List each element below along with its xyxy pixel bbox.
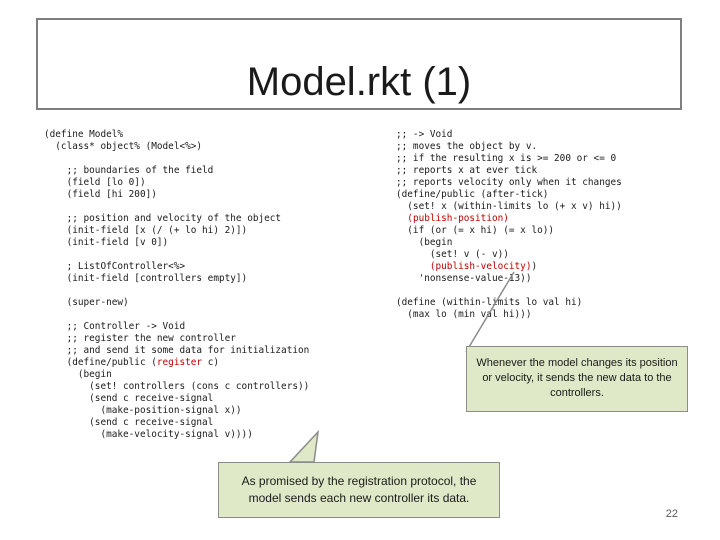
code-line: ;; and send it some data for initializat… [44,345,310,356]
code-highlight: (publish-velocity) [429,261,532,272]
code-highlight: register [156,357,203,368]
code-line: (make-position-signal x)) [44,405,242,416]
code-line: ;; Controller -> Void [44,321,186,332]
code-line: (class* object% (Model<%>) [44,141,203,152]
code-line: ;; position and velocity of the object [44,213,282,224]
code-highlight: (publish-position) [407,213,509,224]
code-line: ;; if the resulting x is >= 200 or <= 0 [396,153,617,164]
code-line: (super-new) [44,297,129,308]
code-line: 'nonsense-value-13)) [396,273,532,284]
callout-model-changes: Whenever the model changes its position … [466,346,688,412]
title-box: Model.rkt (1) [36,18,682,110]
code-line: (init-field [v 0]) [44,237,169,248]
code-line: ; ListOfController<%> [44,261,186,272]
code-line: ;; moves the object by v. [396,141,538,152]
callout-registration-protocol: As promised by the registration protocol… [218,462,500,518]
callout-right-connector [465,271,515,353]
code-line: ;; reports x at ever tick [396,165,538,176]
code-line: (field [lo 0]) [44,177,146,188]
code-line: (set! v (- v)) [396,249,509,260]
code-text: (define/public ( [44,357,157,368]
code-line: (send c receive-signal [44,393,214,404]
code-line: (field [hi 200]) [44,189,157,200]
code-line: (set! controllers (cons c controllers)) [44,381,310,392]
code-line: (publish-velocity)) [396,261,622,273]
code-line: (init-field [controllers empty]) [44,273,248,284]
code-text: c) [202,357,219,368]
code-line: (make-velocity-signal v)))) [44,429,253,440]
code-line: ;; reports velocity only when it changes [396,177,622,188]
code-line: (define (within-limits lo val hi) [396,297,583,308]
code-text: ) [531,261,538,272]
code-line: (if (or (= x hi) (= x lo)) [396,225,555,236]
page-number: 22 [665,508,678,520]
code-line: (define Model% [44,129,124,140]
slide-title: Model.rkt (1) [246,60,472,104]
code-line: ;; boundaries of the field [44,165,214,176]
right-code-block: ;; -> Void;; moves the object by v.;; if… [396,129,622,321]
code-line: ;; -> Void [396,129,453,140]
code-line: (set! x (within-limits lo (+ x v) hi)) [396,201,622,212]
code-line: (define/public (register c) [44,357,309,369]
code-line: (send c receive-signal [44,417,214,428]
code-line: ;; register the new controller [44,333,236,344]
code-line: (define/public (after-tick) [396,189,549,200]
code-line: (begin [396,237,453,248]
left-code-block: (define Model% (class* object% (Model<%>… [44,129,309,441]
code-line: (init-field [x (/ (+ lo hi) 2)]) [44,225,248,236]
code-line: (begin [44,369,112,380]
code-line: (publish-position) [396,213,622,225]
callout-bottom-connector [288,429,320,463]
